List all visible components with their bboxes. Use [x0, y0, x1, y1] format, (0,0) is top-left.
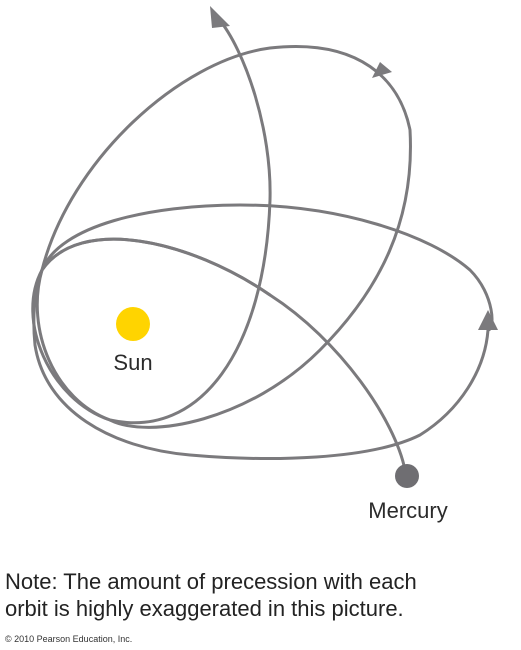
orbit-arrowhead-top: [210, 6, 230, 28]
orbit-path-third: [32, 203, 494, 460]
note-line-1: Note: The amount of precession with each: [5, 569, 417, 594]
orbit-arrowhead-upper-right: [372, 62, 392, 78]
orbit-path-first: [31, 16, 407, 472]
mercury-label: Mercury: [368, 498, 447, 523]
sun-label: Sun: [113, 350, 152, 375]
orbit-arrowhead-right: [478, 310, 498, 330]
precession-diagram: Sun Mercury: [31, 6, 498, 523]
mercury-icon: [395, 464, 419, 488]
sun-icon: [116, 307, 150, 341]
copyright-text: © 2010 Pearson Education, Inc.: [5, 634, 133, 644]
note-line-2: orbit is highly exaggerated in this pict…: [5, 596, 404, 621]
precession-note: Note: The amount of precession with each…: [5, 568, 520, 622]
